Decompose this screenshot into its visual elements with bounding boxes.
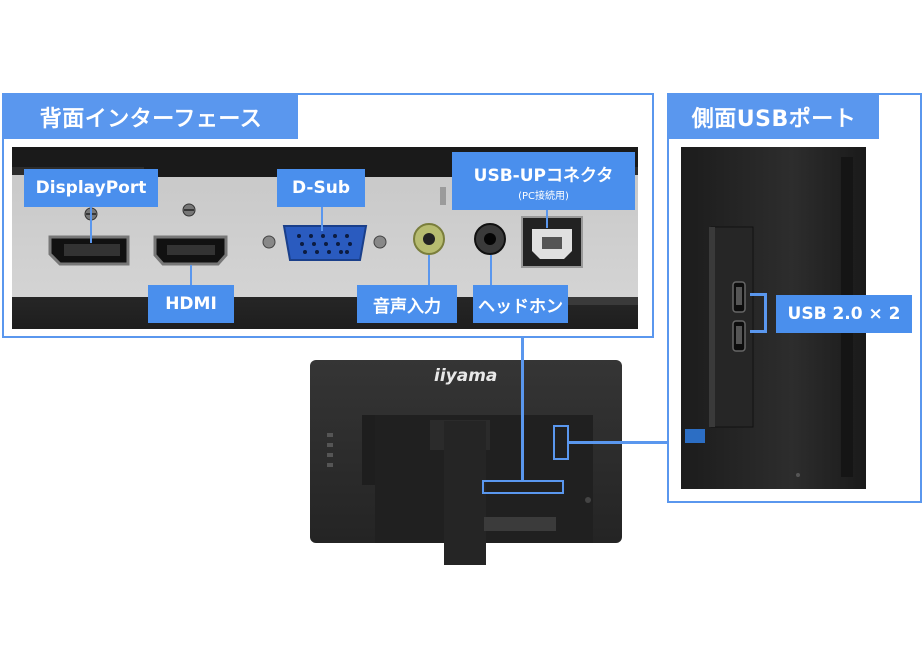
hdmi-port-icon: [153, 235, 228, 266]
dsub-port-icon: [262, 225, 387, 261]
hdmi-label: HDMI: [148, 285, 234, 323]
side-usb-illustration: [685, 157, 853, 477]
rear-ports-highlight: [482, 480, 564, 494]
usb-a-port-icon: [732, 281, 746, 313]
side-usb-panel: [667, 93, 922, 503]
rear-interface-header: 背面インターフェース: [4, 95, 298, 139]
usb-bracket-bottom: [750, 330, 767, 333]
monitor-back-view: [310, 355, 622, 565]
headphone-connector-line: [490, 255, 492, 285]
usb-b-port-icon: [521, 216, 583, 268]
side-usb-highlight: [553, 425, 569, 460]
dsub-connector-line: [321, 207, 323, 231]
side-connector-line: [569, 441, 667, 444]
monitor-back-illustration: [310, 360, 622, 565]
rear-interface-panel: [2, 93, 654, 338]
audio-in-label: 音声入力: [357, 285, 457, 323]
rear-connector-line: [521, 338, 524, 480]
usb-side-label: USB 2.0 × 2: [776, 295, 912, 333]
usb-up-label-text: USB-UPコネクタ: [473, 165, 614, 186]
displayport-connector-line: [90, 207, 92, 243]
usb-up-connector-line: [546, 210, 548, 228]
hdmi-connector-line: [190, 265, 192, 285]
displayport-port-icon: [48, 235, 130, 266]
dsub-label: D-Sub: [277, 169, 365, 207]
side-usb-header: 側面USBポート: [669, 95, 879, 139]
usb-up-label-subtext: (PC接続用): [518, 190, 569, 202]
usb-a-port-icon: [732, 320, 746, 352]
screw-icon: [182, 203, 196, 217]
displayport-label: DisplayPort: [24, 169, 158, 207]
headphone-label: ヘッドホン: [473, 285, 568, 323]
brand-logo: iiyama: [434, 366, 498, 386]
usb-bracket-top: [750, 293, 767, 296]
audio-jack-icon: [413, 223, 445, 255]
usb-bracket-vertical: [764, 293, 767, 333]
headphone-jack-icon: [474, 223, 506, 255]
usb-up-label: USB-UPコネクタ (PC接続用): [452, 152, 635, 210]
audio-in-connector-line: [428, 255, 430, 285]
